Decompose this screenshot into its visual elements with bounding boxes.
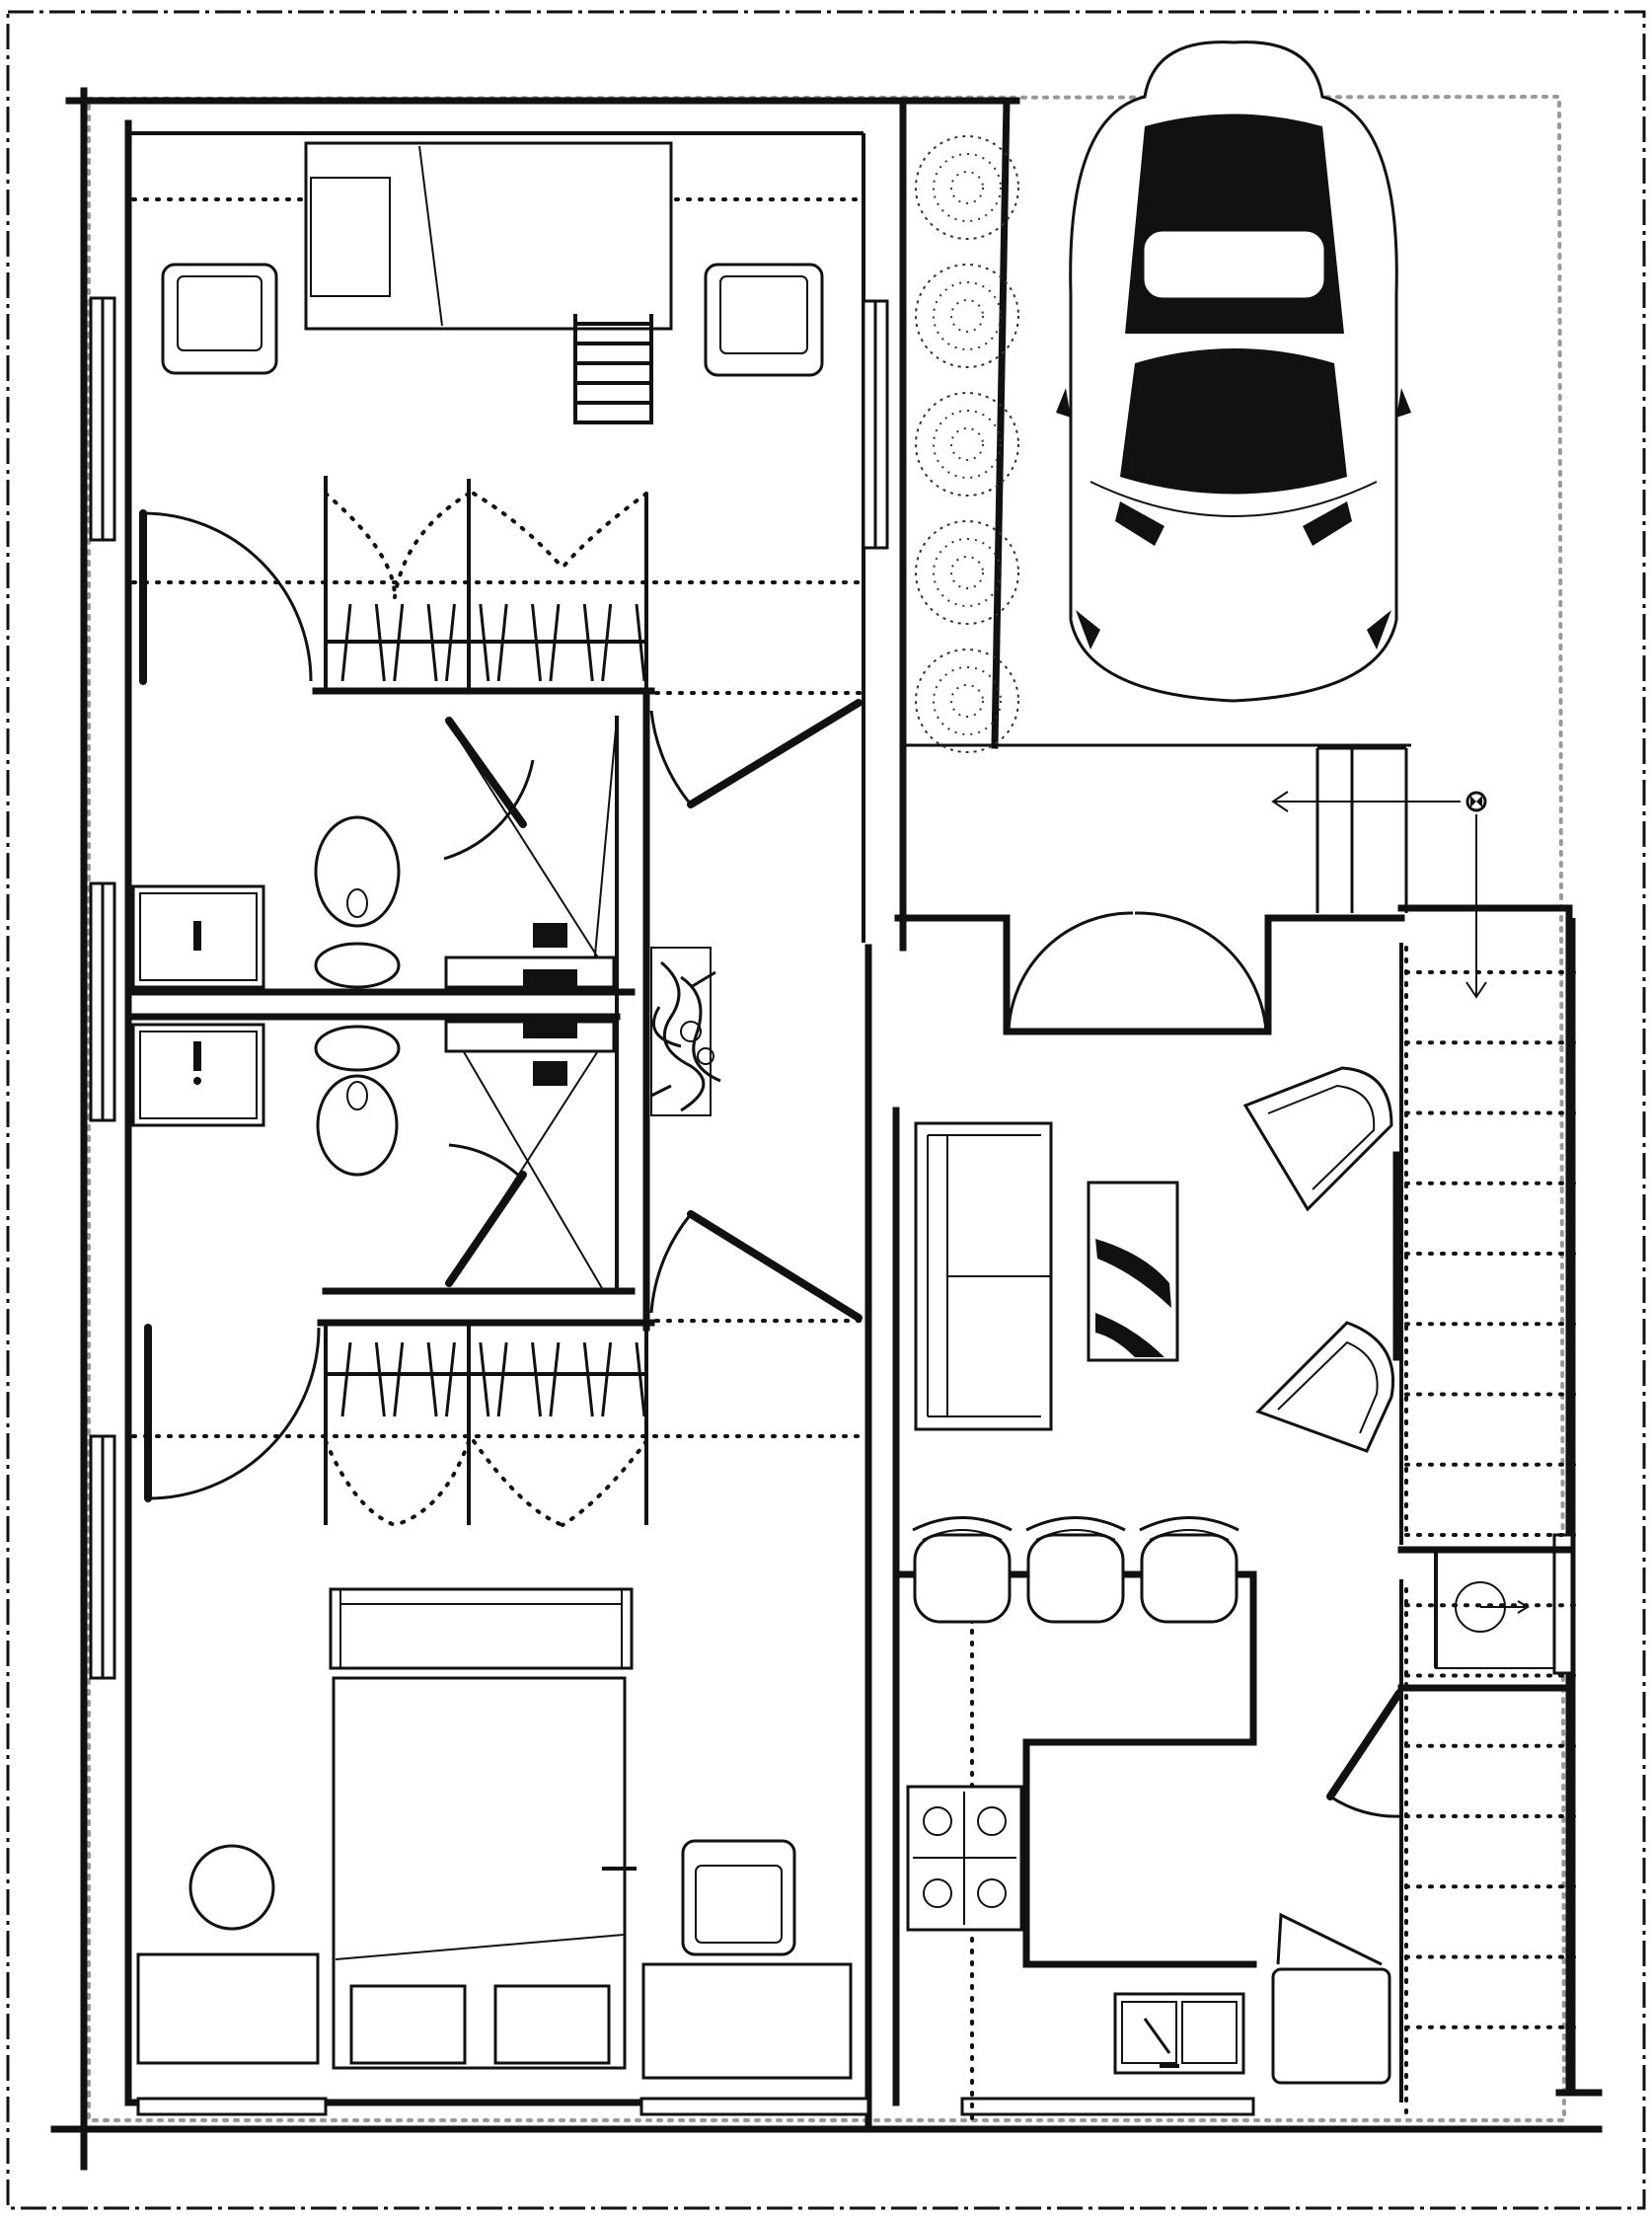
hanger [496,603,508,682]
hanger [444,1341,456,1417]
hanger [479,603,490,682]
hanger [531,603,543,682]
upper-closet [324,492,648,682]
dresser [641,1962,853,2080]
kitchen-sink [1113,1992,1245,2075]
north-arrow-icon [1271,791,1487,999]
bar-stool [912,1516,1013,1624]
plant-icon [650,947,721,1116]
stair-treads [1404,970,1576,2029]
hanger [393,1341,405,1417]
upper-bedroom [161,141,824,424]
shrub [915,649,1019,753]
bar-stool [1025,1516,1126,1624]
shower-icon [444,1017,618,1289]
hanger [340,1341,352,1417]
chair [1271,1912,1391,2085]
cooktop [906,1785,1023,1932]
planting-strip [915,97,1019,753]
hanger [582,603,594,682]
armchair [704,263,824,377]
hanger [549,1341,561,1417]
bathroom-upper [131,718,618,991]
sheet-border [6,10,1646,2210]
toilet-icon [314,1025,401,1177]
hanger [582,1341,594,1417]
shrub [915,520,1019,625]
nightstand [136,1952,320,2065]
bar-stool [1139,1516,1239,1624]
bathroom-lower [131,1017,618,1289]
living-room [914,1066,1394,1453]
hanger [479,1341,490,1417]
laundry-nook [1435,1549,1555,1669]
windows [89,296,1574,2116]
sink-icon [131,884,265,989]
hanger [374,603,386,682]
coffee-table [1087,1181,1179,1362]
round-table [188,1844,275,1931]
shrub [915,264,1019,368]
toilet-icon [314,815,401,989]
hanger [444,603,456,682]
armchair [161,263,278,375]
shrub [915,392,1019,497]
hanger [549,603,561,682]
hanger [601,1341,613,1417]
hanger [635,603,646,682]
sofa [914,1121,1053,1431]
bookshelf [329,1587,634,1670]
stair [903,743,1576,2093]
hanger [635,1341,646,1417]
armchair [681,1839,796,1956]
hanger [426,603,438,682]
hanger [531,1341,543,1417]
lower-closet [324,1341,648,1527]
bed [304,141,673,331]
hanger [426,1341,438,1417]
hanger [374,1341,386,1417]
armchair [1242,1066,1393,1212]
armchair [1255,1321,1394,1453]
bed [332,1676,627,2070]
shrub [915,135,1019,240]
property-line [87,94,1567,2122]
lower-bedroom [136,1587,853,2080]
hanger [496,1341,508,1417]
kitchen [899,1516,1391,2085]
sink-icon [131,1023,265,1127]
car-icon [1056,40,1411,703]
doors [139,509,1403,1818]
hanger [601,603,613,682]
hanger [393,603,405,682]
hanger [340,603,352,682]
shower-icon [444,718,618,991]
